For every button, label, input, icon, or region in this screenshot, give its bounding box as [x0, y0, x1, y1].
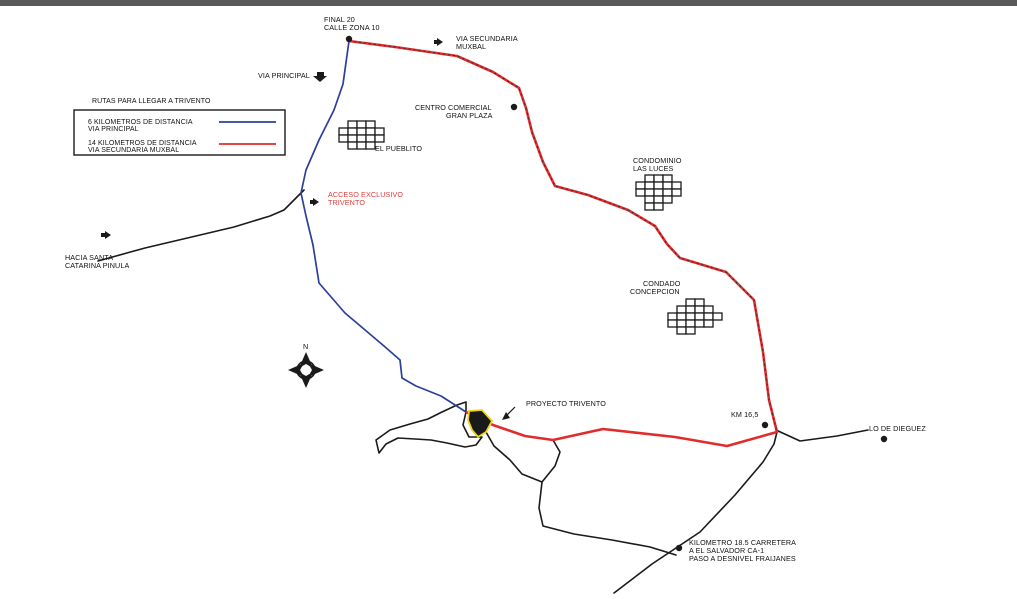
buildings-condado: [667, 298, 723, 335]
arrow-marker-icon: [313, 72, 327, 82]
project-pointer-head: [502, 412, 510, 420]
legend: RUTAS PARA LLEGAR A TRIVENTO 6 KILOMETRO…: [73, 98, 286, 156]
label-via-secundaria: VIA SECUNDARIA: [456, 34, 518, 43]
legend-item-2-line1: 14 KILOMETROS DE DISTANCIA: [88, 140, 197, 147]
legend-item-2-line2: VIA SECUNDARIA MUXBAL: [88, 147, 179, 154]
legend-box: [73, 109, 286, 156]
road-lo-de-dieguez: [775, 429, 869, 442]
label-condominio-line2: LAS LUCES: [633, 164, 674, 173]
header-bar: [0, 0, 1017, 6]
label-hacia: HACIA SANTA: [65, 253, 113, 262]
roads: [97, 189, 869, 594]
legend-title: RUTAS PARA LLEGAR A TRIVENTO: [92, 98, 211, 105]
legend-item-1-line2: VIA PRINCIPAL: [88, 126, 139, 133]
north-compass-icon: N: [288, 342, 324, 388]
road-santa-catarina: [97, 189, 305, 262]
label-kilometro-line3: PASO A DESNIVEL FRAIJANES: [689, 554, 796, 563]
label-via-principal: VIA PRINCIPAL: [258, 71, 310, 80]
label-lo-de-dieguez: LO DE DIEGUEZ: [869, 424, 926, 433]
buildings-condominio: [635, 174, 682, 211]
label-kilometro: KILOMETRO 18.5 CARRETERA: [689, 538, 796, 547]
label-kilometro-line2: A EL SALVADOR CA-1: [689, 546, 764, 555]
label-condado: CONDADO: [643, 279, 681, 288]
label-hacia-line2: CATARINA PINULA: [65, 261, 129, 270]
label-el-pueblito: EL PUEBLITO: [375, 144, 422, 153]
label-final20-line2: CALLE ZONA 10: [324, 23, 380, 32]
location-dot-icon: [510, 103, 518, 111]
location-dots: [345, 35, 888, 552]
label-condominio: CONDOMINIO: [633, 156, 682, 165]
route-via-secundaria-dash: [348, 40, 778, 433]
label-km165: KM 16,5: [731, 410, 758, 419]
label-centro-comercial-line2: GRAN PLAZA: [446, 111, 493, 120]
label-proyecto: PROYECTO TRIVENTO: [526, 399, 606, 408]
arrow-marker-icon: [434, 38, 443, 46]
location-dot-icon: [675, 544, 683, 552]
route-via-secundaria: [348, 39, 779, 448]
arrow-marker-icon: [310, 198, 319, 206]
label-final20: FINAL 20: [324, 15, 355, 24]
location-dot-icon: [345, 35, 353, 43]
label-acceso-line2: TRIVENTO: [328, 198, 365, 207]
label-acceso: ACCESO EXCLUSIVO: [328, 190, 403, 199]
location-dot-icon: [761, 421, 769, 429]
label-centro-comercial: CENTRO COMERCIAL: [415, 103, 492, 112]
project-trivento-area: [467, 409, 494, 439]
north-label: N: [303, 342, 308, 351]
road-branch-down: [485, 431, 543, 483]
arrow-marker-icon: [101, 231, 111, 239]
label-condado-line2: CONCEPCION: [630, 287, 680, 296]
label-via-secundaria-line2: MUXBAL: [456, 42, 486, 51]
route-via-principal: [300, 40, 467, 413]
river-outline: [375, 401, 483, 454]
arrow-markers: [101, 38, 443, 239]
legend-item-1-line1: 6 KILOMETROS DE DISTANCIA: [88, 119, 193, 126]
road-lower-loop: [538, 439, 677, 556]
buildings-el-pueblito: [338, 120, 385, 150]
road-ca1: [613, 431, 778, 594]
location-dot-icon: [880, 435, 888, 443]
place-labels: FINAL 20 CALLE ZONA 10 VIA SECUNDARIA MU…: [65, 15, 926, 563]
